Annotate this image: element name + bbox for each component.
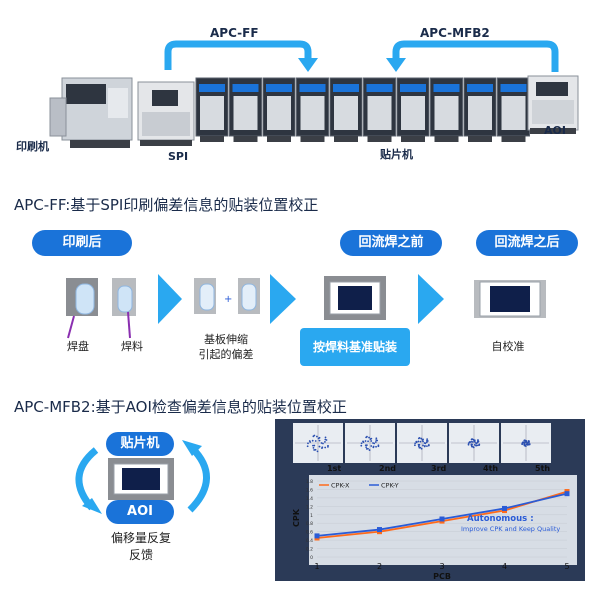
flow-arrow-1 [158, 274, 182, 324]
mounter-module [396, 77, 430, 142]
cpk-point [502, 505, 507, 511]
cpk-ytick-label: 1.4 [306, 496, 313, 502]
svg-text:+: + [224, 294, 232, 305]
cpk-xtick-label: 2 [377, 562, 382, 571]
after-reflow-pill: 回流焊之后 [476, 230, 578, 256]
mounter-label: 贴片机 [380, 148, 413, 161]
cpk-annotation-sub: Improve CPK and Keep Quality [461, 525, 560, 533]
ff-process-diagram: + [66, 274, 546, 339]
feedback-loop-diagram [75, 440, 210, 514]
cpk-ytick-label: 0.8 [306, 521, 313, 527]
cpk-ytick-label: 1.6 [306, 487, 313, 493]
cpk-panel-svg: 1st 2nd 3rd 4th 5th 0 0.2 0.4 0.6 0.8 1 1.2 1.4 1.6 1.… [292, 423, 577, 581]
loop-arrow-right-head [182, 440, 202, 456]
cpk-xtick-label: 1 [314, 562, 319, 571]
aoi-label: AOI [544, 124, 566, 137]
spi-machine [137, 81, 195, 146]
cpk-thumbnail-label: 4th [483, 464, 498, 473]
mounter-module [195, 77, 229, 142]
cpk-point [439, 516, 445, 522]
printer-machine [49, 77, 133, 148]
after-print-pill: 印刷后 [32, 230, 132, 256]
feedback-component [108, 458, 174, 500]
loop-arrow-left-head [82, 498, 102, 514]
cpk-thumbnail-label: 1st [327, 464, 341, 473]
apc-ff-arrow-head [298, 58, 318, 72]
flow-arrow-2 [270, 274, 296, 324]
cpk-thumbnail-label: 3rd [431, 464, 447, 473]
pad-pointer [67, 315, 75, 339]
apc-ff-heading: APC-FF:基于SPI印刷偏差信息的贴装位置校正 [14, 196, 319, 214]
printer-label: 印刷机 [16, 140, 49, 153]
cpk-ytick-label: 0.4 [306, 538, 313, 544]
production-line-illustration [49, 40, 579, 148]
before-reflow-pill: 回流焊之前 [340, 230, 442, 256]
mounter-module [329, 77, 363, 142]
cpk-point [314, 533, 320, 539]
apc-mfb2-heading: APC-MFB2:基于AOI检查偏差信息的贴装位置校正 [14, 398, 347, 416]
cpk-thumbnail-label: 2nd [379, 464, 396, 473]
apc-ff-label: APC-FF [210, 26, 259, 40]
apc-mfb2-arrow [392, 40, 559, 72]
cpk-xtick-label: 3 [439, 562, 444, 571]
cpk-thumbnail [397, 423, 447, 463]
pad-with-paste-1 [66, 278, 98, 316]
mounter-module [497, 77, 530, 142]
apc-ff-arrow [164, 40, 312, 70]
apc-mfb2-label: APC-MFB2 [420, 26, 490, 40]
mounter-module [296, 77, 329, 142]
cpk-xtick-label: 5 [564, 562, 569, 571]
flow-arrow-3 [418, 274, 444, 324]
cpk-annotation-title: Autonomous : [467, 514, 534, 524]
cpk-ytick-label: 1.8 [306, 479, 313, 485]
pad-with-paste-2 [112, 278, 136, 316]
mounter-module [229, 77, 262, 142]
cpk-xtick-label: 4 [502, 562, 507, 571]
cpk-ylabel: CPK [292, 508, 301, 527]
cpk-thumbnail [501, 423, 551, 463]
self-align-label: 自校准 [491, 340, 525, 353]
mounter-module [262, 77, 296, 142]
cpk-ytick-label: 0.6 [306, 530, 313, 536]
cpk-legend-label: CPK-Y [381, 482, 399, 490]
cpk-thumbnail [293, 423, 343, 463]
cpk-legend-label: CPK-X [331, 482, 350, 490]
cpk-ytick-label: 1.2 [306, 504, 313, 510]
feedback-label: 偏移量反复 反馈 [110, 531, 171, 562]
board-stretch-pads: + [194, 278, 260, 314]
cpk-point [377, 527, 382, 533]
spi-label: SPI [168, 150, 189, 163]
mounter-machines [195, 77, 530, 142]
aoi-pill: AOI [106, 500, 174, 524]
mounter-module [363, 77, 396, 142]
cpk-thumbnail [449, 423, 499, 463]
component-before-reflow [324, 276, 386, 320]
cpk-panel: 1st 2nd 3rd 4th 5th 0 0.2 0.4 0.6 0.8 1 1.2 1.4 1.6 1.… [275, 419, 585, 581]
pad-label: 焊盘 [67, 340, 89, 353]
cpk-thumbnail-label: 5th [535, 464, 550, 473]
board-stretch-label: 基板伸缩 引起的偏差 [198, 333, 254, 361]
aoi-machine [527, 75, 579, 134]
cpk-ytick-label: 0.2 [306, 547, 313, 553]
paste-pointer [127, 311, 131, 339]
cpk-ytick-label: 1 [310, 513, 313, 519]
mounter-module [430, 77, 463, 142]
cpk-point [564, 491, 570, 497]
mounter-pill: 贴片机 [106, 432, 174, 456]
mount-by-paste-button: 按焊料基准贴装 [300, 328, 410, 366]
cpk-thumbnail [345, 423, 395, 463]
loop-arrow-left [75, 447, 99, 511]
cpk-ytick-label: 0 [310, 555, 313, 561]
component-after-reflow [474, 280, 546, 318]
loop-arrow-right [187, 445, 210, 513]
mounter-module [463, 77, 497, 142]
paste-label: 焊料 [121, 340, 143, 353]
apc-mfb2-arrow-head [386, 58, 406, 72]
cpk-xlabel: PCB [433, 572, 451, 581]
